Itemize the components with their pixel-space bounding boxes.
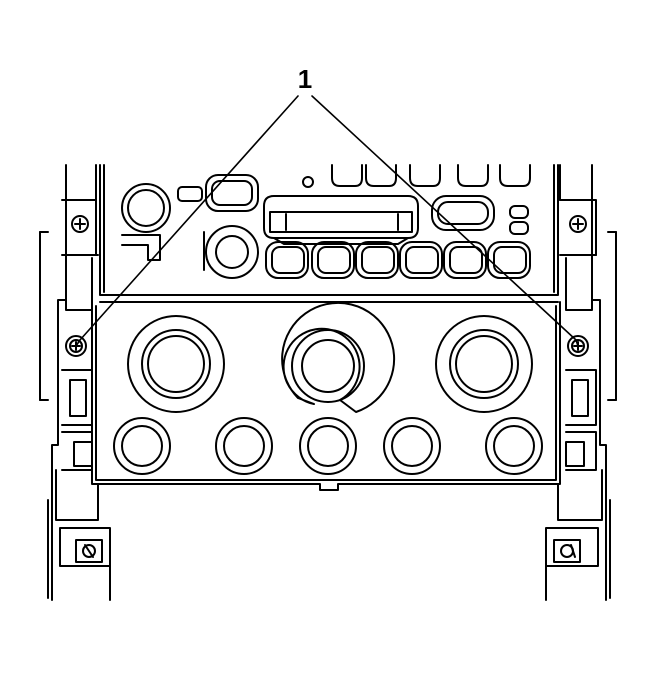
right-clip-icon	[554, 540, 580, 562]
right-bracket	[546, 165, 616, 600]
left-clip-icon	[76, 540, 102, 562]
callout-leader-lines	[76, 96, 578, 346]
radio-head-unit	[100, 165, 558, 302]
hvac-control-panel	[92, 302, 560, 490]
callout-label: 1	[297, 64, 313, 94]
